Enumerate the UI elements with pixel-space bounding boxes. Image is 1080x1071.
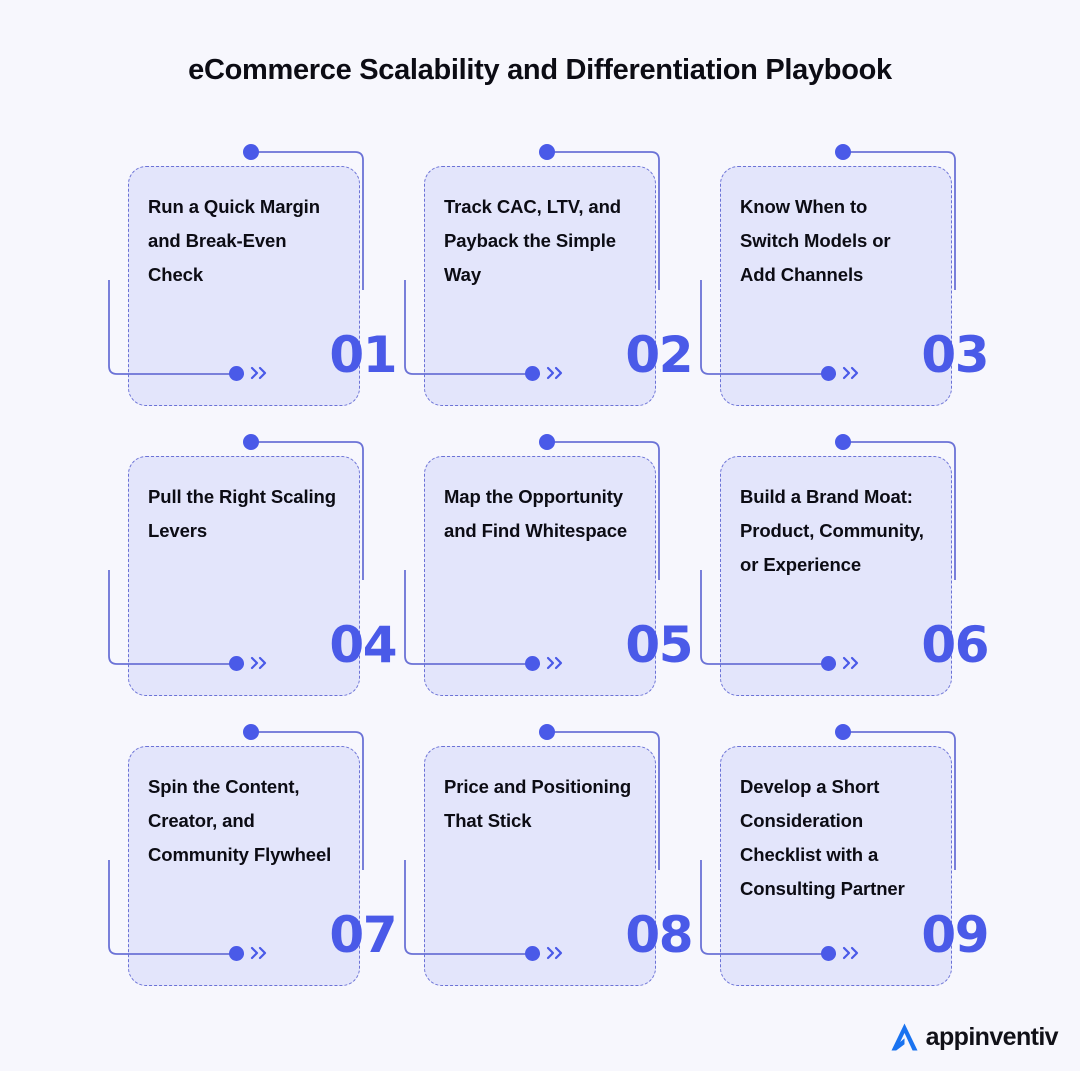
card-cell[interactable]: Spin the Content, Creator, and Community…: [104, 720, 400, 1010]
dot-icon: [525, 945, 540, 961]
card-title: Spin the Content, Creator, and Community…: [148, 776, 332, 865]
card-title: Know When to Switch Models or Add Channe…: [740, 196, 891, 285]
double-chevron-right-icon: [544, 365, 566, 381]
card-cell[interactable]: Pull the Right Scaling Levers 04: [104, 430, 400, 720]
double-chevron-right-icon: [248, 655, 270, 671]
dot-icon: [821, 365, 836, 381]
card-marker[interactable]: [525, 655, 566, 671]
card-marker[interactable]: [229, 655, 270, 671]
appinventiv-a-mark-icon: [888, 1021, 922, 1053]
card-grid: Run a Quick Margin and Break-Even Check …: [104, 140, 989, 1010]
double-chevron-right-icon: [248, 365, 270, 381]
card-marker[interactable]: [525, 365, 566, 381]
card-number: 05: [625, 616, 693, 674]
card-marker[interactable]: [821, 655, 862, 671]
double-chevron-right-icon: [248, 945, 270, 961]
card-title: Build a Brand Moat: Product, Community, …: [740, 486, 924, 575]
dot-icon: [821, 945, 836, 961]
card-number: 04: [329, 616, 397, 674]
card-marker[interactable]: [821, 945, 862, 961]
card-number: 06: [921, 616, 989, 674]
double-chevron-right-icon: [840, 945, 862, 961]
card-title: Price and Positioning That Stick: [444, 776, 632, 831]
card-cell[interactable]: Develop a Short Consideration Checklist …: [696, 720, 992, 1010]
card-number: 01: [329, 326, 397, 384]
double-chevron-right-icon: [544, 655, 566, 671]
card-title: Map the Opportunity and Find Whitespace: [444, 486, 628, 541]
card-title: Develop a Short Consideration Checklist …: [740, 776, 905, 899]
card-number: 02: [625, 326, 693, 384]
card-cell[interactable]: Map the Opportunity and Find Whitespace …: [400, 430, 696, 720]
dot-icon: [229, 655, 244, 671]
card-title: Track CAC, LTV, and Payback the Simple W…: [444, 196, 621, 285]
card-cell[interactable]: Track CAC, LTV, and Payback the Simple W…: [400, 140, 696, 430]
card-cell[interactable]: Build a Brand Moat: Product, Community, …: [696, 430, 992, 720]
dot-icon: [229, 365, 244, 381]
card-marker[interactable]: [525, 945, 566, 961]
card-marker[interactable]: [229, 365, 270, 381]
page-title: eCommerce Scalability and Differentiatio…: [188, 54, 892, 86]
card-cell[interactable]: Price and Positioning That Stick 08: [400, 720, 696, 1010]
card-number: 08: [625, 906, 693, 964]
brand-name: appinventiv: [925, 1022, 1059, 1051]
dot-icon: [525, 365, 540, 381]
double-chevron-right-icon: [544, 945, 566, 961]
dot-icon: [821, 655, 836, 671]
card-marker[interactable]: [821, 365, 862, 381]
double-chevron-right-icon: [840, 365, 862, 381]
card-title: Run a Quick Margin and Break-Even Check: [148, 196, 320, 285]
card-number: 07: [329, 906, 397, 964]
brand-logo: appinventiv: [888, 1021, 1059, 1053]
card-cell[interactable]: Run a Quick Margin and Break-Even Check …: [104, 140, 400, 430]
card-number: 09: [921, 906, 989, 964]
card-marker[interactable]: [229, 945, 270, 961]
card-cell[interactable]: Know When to Switch Models or Add Channe…: [696, 140, 992, 430]
double-chevron-right-icon: [840, 655, 862, 671]
card-number: 03: [921, 326, 989, 384]
dot-icon: [525, 655, 540, 671]
card-title: Pull the Right Scaling Levers: [148, 486, 336, 541]
dot-icon: [229, 945, 244, 961]
